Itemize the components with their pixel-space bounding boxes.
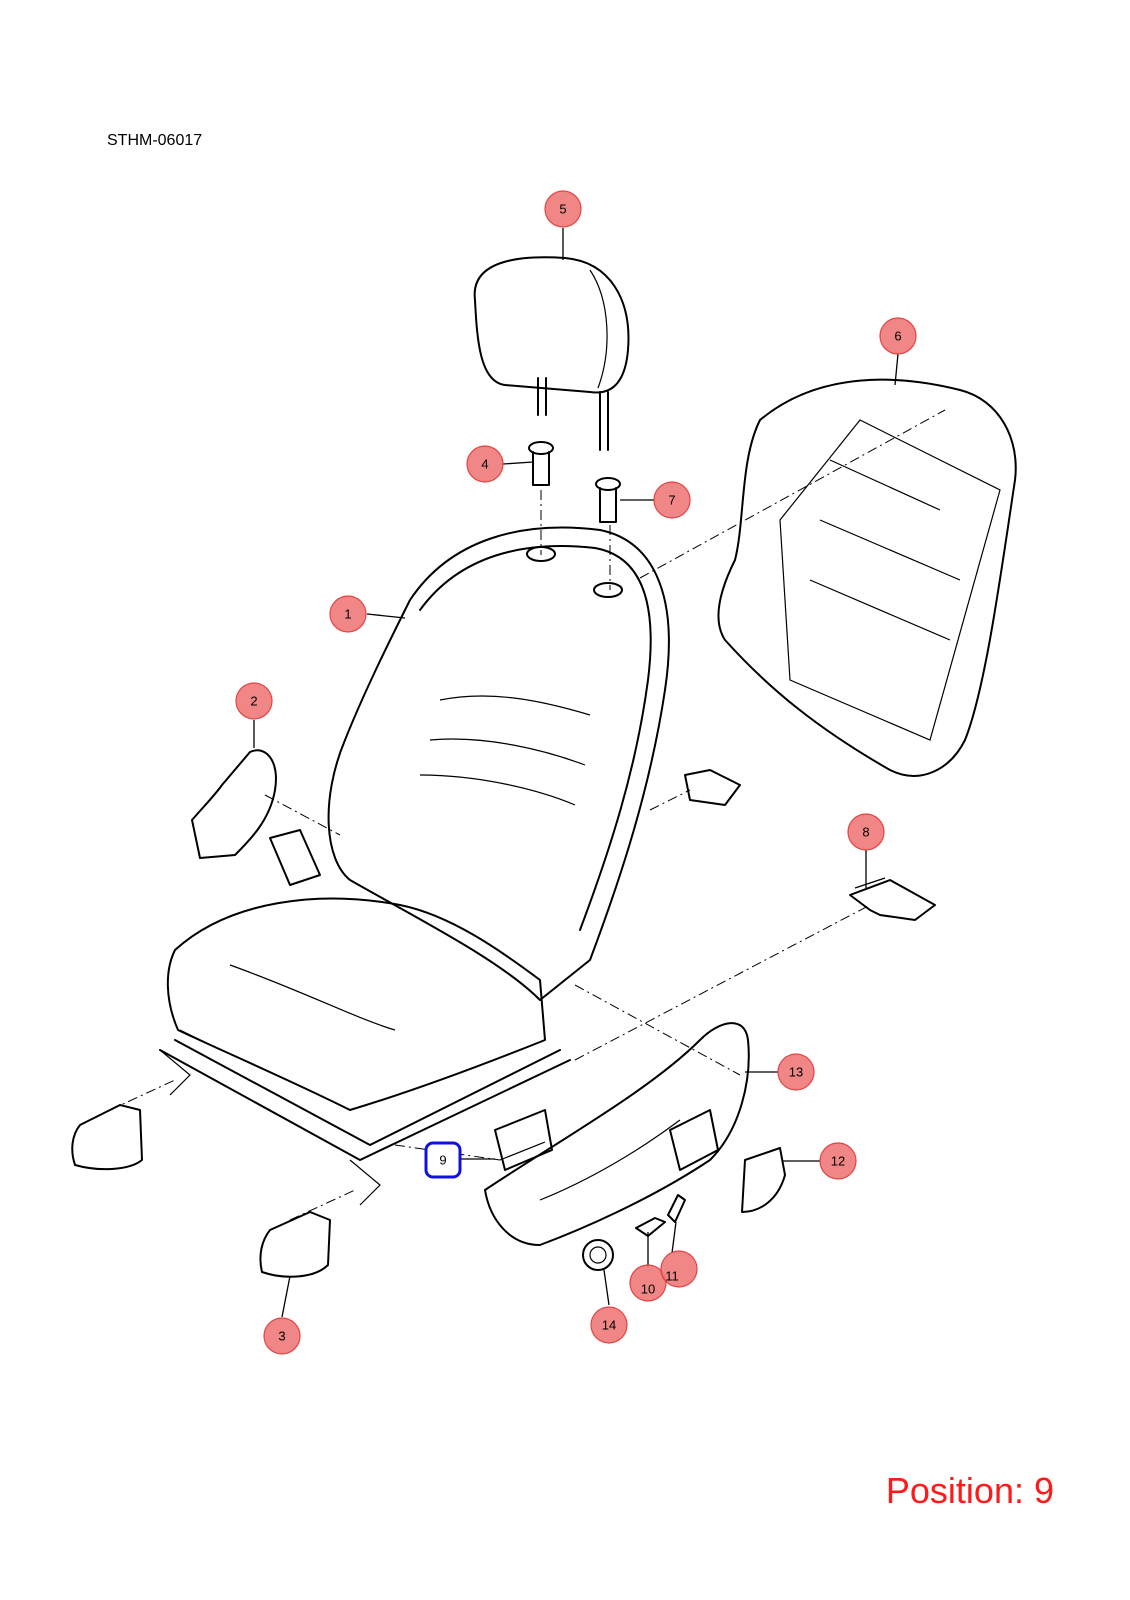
callout-14[interactable]: 14	[590, 1306, 628, 1344]
end-cap	[741, 1147, 786, 1213]
track-covers	[71, 1104, 331, 1278]
callout-12[interactable]: 12	[819, 1142, 857, 1180]
svg-text:6: 6	[894, 329, 901, 344]
callout-6[interactable]: 6	[879, 317, 917, 355]
svg-text:9: 9	[439, 1153, 446, 1168]
headrest	[473, 256, 630, 451]
seat-back	[327, 526, 670, 1001]
svg-text:14: 14	[602, 1318, 616, 1333]
back-panel	[717, 378, 1017, 777]
position-label: Position: 9	[885, 1470, 1054, 1511]
svg-text:7: 7	[668, 493, 675, 508]
callout-5[interactable]: 5	[544, 190, 582, 228]
callout-10[interactable]: 10	[629, 1264, 667, 1302]
svg-text:1: 1	[344, 607, 351, 622]
svg-text:4: 4	[481, 457, 488, 472]
leader-lines	[253, 228, 899, 1318]
callout-2[interactable]: 2	[235, 682, 273, 720]
switch-knobs	[635, 1194, 686, 1237]
svg-text:11: 11	[665, 1269, 679, 1284]
callout-7[interactable]: 7	[653, 481, 691, 519]
seat-frame	[159, 1039, 571, 1206]
side-shield	[484, 1022, 750, 1246]
svg-text:3: 3	[278, 1329, 285, 1344]
callout-13[interactable]: 13	[777, 1053, 815, 1091]
callout-9[interactable]: 9	[424, 1141, 462, 1179]
callout-1[interactable]: 1	[329, 595, 367, 633]
rear-bracket	[849, 877, 936, 921]
seat-cushion	[166, 897, 546, 1111]
svg-text:5: 5	[559, 202, 566, 217]
svg-text:2: 2	[250, 694, 257, 709]
svg-text:12: 12	[831, 1154, 845, 1169]
svg-text:10: 10	[641, 1282, 655, 1297]
callout-11[interactable]: 11	[660, 1250, 698, 1288]
back-bracket	[684, 769, 741, 806]
side-cover-upper	[191, 749, 321, 886]
svg-text:8: 8	[862, 825, 869, 840]
assembly-lines	[109, 409, 946, 1221]
callout-8[interactable]: 8	[847, 813, 885, 851]
diagram-code: STHM-06017	[107, 132, 203, 149]
headrest-guides	[528, 441, 621, 523]
callout-4[interactable]: 4	[466, 445, 504, 483]
svg-text:13: 13	[789, 1065, 803, 1080]
control-module	[494, 1109, 553, 1171]
lumbar-switch	[582, 1239, 614, 1271]
callout-3[interactable]: 3	[263, 1317, 301, 1355]
